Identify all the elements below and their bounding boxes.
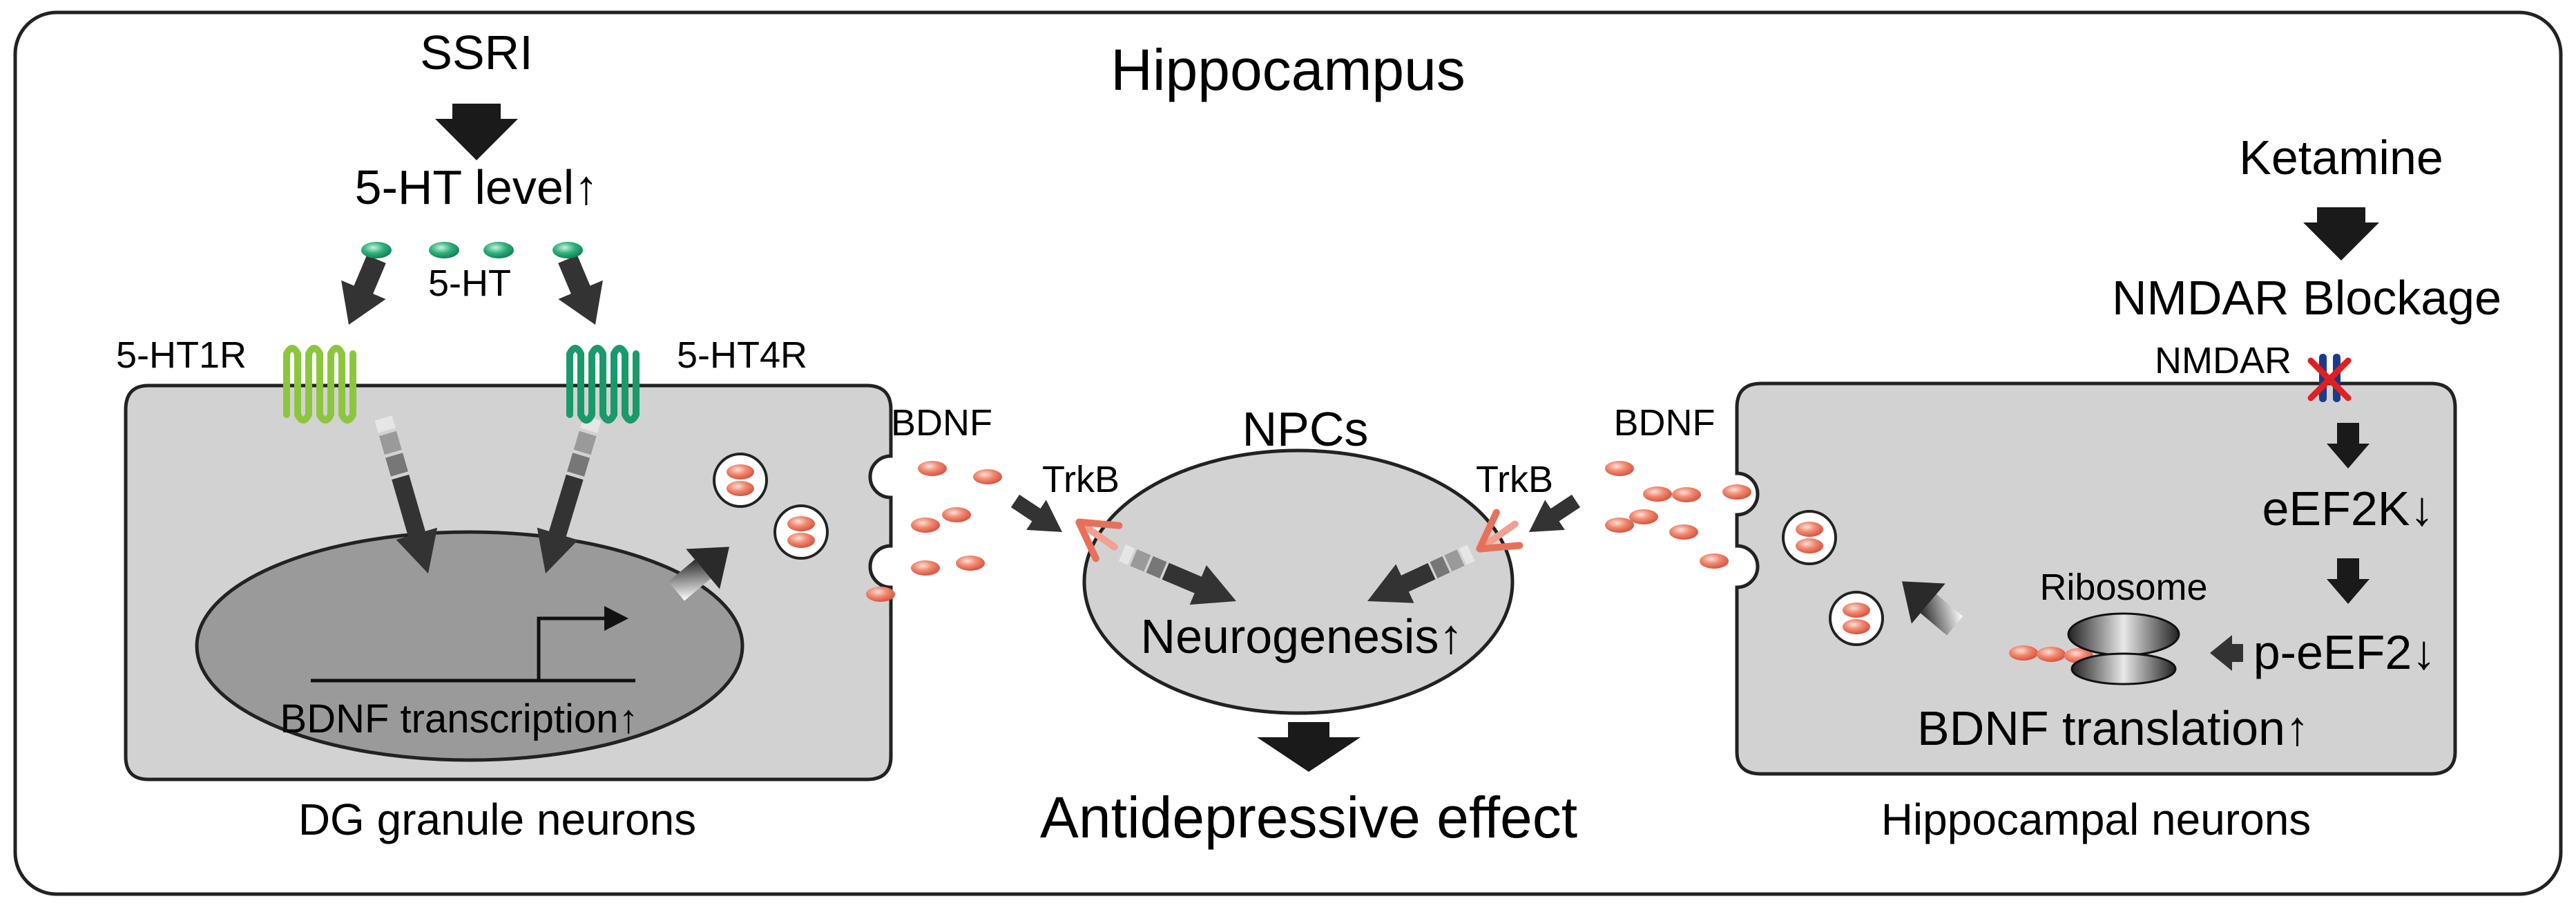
serotonin-dot-icon bbox=[552, 242, 583, 258]
trkb-signal-arrow-icon bbox=[1162, 562, 1236, 605]
bdnf-dot-icon bbox=[2009, 645, 2038, 661]
nmdar-label: NMDAR bbox=[2155, 340, 2291, 381]
gpcr-receptor-icon bbox=[283, 345, 356, 424]
ketamine-arrow-icon bbox=[2303, 207, 2379, 260]
cascade-arrow-icon bbox=[2210, 635, 2243, 671]
signal-segment bbox=[567, 453, 590, 477]
bdnf-dot-icon bbox=[1643, 486, 1672, 502]
diagram-title: Hippocampus bbox=[1111, 37, 1465, 102]
bdnf-dot-icon bbox=[866, 587, 895, 602]
bdnf-vesicle-icon bbox=[1796, 538, 1823, 553]
nucleus bbox=[195, 530, 744, 762]
ssri-label: SSRI bbox=[420, 26, 532, 79]
particle-layer bbox=[361, 242, 2093, 663]
serotonin-arrow-icon bbox=[558, 255, 603, 325]
bdnf-vesicle-icon bbox=[1843, 603, 1870, 618]
npcs-label: NPCs bbox=[1242, 402, 1369, 456]
dg-granule-neuron-cell bbox=[124, 383, 893, 781]
trkb-receptor-icon bbox=[1075, 518, 1123, 562]
hippocampal-neurons-label: Hippocampal neurons bbox=[1881, 795, 2311, 844]
output-arrow-icon bbox=[1257, 722, 1361, 772]
bdnf-vesicle-icon bbox=[1843, 619, 1870, 634]
vesicle-icon bbox=[773, 504, 829, 560]
trkb-label-left: TrkB bbox=[1042, 459, 1119, 500]
signal-segment bbox=[1430, 556, 1450, 578]
cascade-arrow-icon bbox=[2327, 423, 2370, 468]
bdnf-dot-icon bbox=[1605, 518, 1634, 533]
receptor-5ht4r-label: 5-HT4R bbox=[677, 334, 807, 376]
nmdar-icon bbox=[2307, 354, 2352, 402]
bdnf-dot-icon bbox=[1629, 509, 1658, 524]
p-eef2-label: p-eEF2↓ bbox=[2253, 625, 2436, 679]
eef2k-label: eEF2K↓ bbox=[2262, 482, 2434, 535]
signal-segment bbox=[1146, 556, 1167, 579]
trkb-receptor-icon bbox=[1476, 509, 1524, 553]
bdnf-dot-icon bbox=[956, 556, 985, 571]
bdnf-dot-icon bbox=[911, 518, 940, 533]
ribosome-label: Ribosome bbox=[2039, 567, 2207, 608]
export-arrow-icon bbox=[1902, 581, 1963, 636]
receptor-5ht1r-label: 5-HT1R bbox=[116, 334, 247, 376]
bdnf-vesicle-icon bbox=[787, 516, 815, 531]
nmdar-blockage-label: NMDAR Blockage bbox=[2112, 271, 2501, 325]
signal-segment bbox=[374, 415, 396, 433]
bdnf-vesicle-icon bbox=[1796, 522, 1823, 537]
signal-segment bbox=[573, 430, 597, 455]
gpcr-helix bbox=[566, 345, 640, 424]
trkb-signal-arrow-icon bbox=[1367, 562, 1436, 603]
serotonin-dot-icon bbox=[361, 242, 392, 258]
signal-segment bbox=[1118, 544, 1135, 565]
bdnf-label-left: BDNF bbox=[891, 402, 992, 444]
bdnf-vesicle-icon bbox=[727, 481, 754, 496]
serotonin-level-label: 5-HT level↑ bbox=[355, 160, 599, 214]
gpcr-receptor-icon bbox=[566, 345, 640, 424]
vesicle-icon bbox=[1829, 591, 1884, 646]
bdnf-dot-icon bbox=[1605, 461, 1634, 476]
bdnf-dot-icon bbox=[942, 507, 971, 522]
ssri-arrow-icon bbox=[435, 104, 518, 160]
bdnf-transcription-label: BDNF transcription↑ bbox=[280, 696, 639, 741]
bdnf-arrow-icon bbox=[1010, 494, 1062, 532]
bdnf-vesicle-icon bbox=[787, 533, 815, 548]
signal-segment bbox=[379, 430, 402, 455]
signal-segment bbox=[1444, 549, 1465, 572]
serotonin-label: 5-HT bbox=[428, 263, 511, 304]
serotonin-dot-icon bbox=[483, 242, 514, 258]
vesicle-icon bbox=[713, 453, 768, 508]
cascade-arrow-icon bbox=[2327, 558, 2370, 604]
bdnf-dot-icon bbox=[1669, 524, 1698, 540]
serotonin-arrow-icon bbox=[341, 255, 386, 325]
antidepressive-effect-label: Antidepressive effect bbox=[1040, 785, 1577, 850]
bdnf-arrow-icon bbox=[1529, 494, 1581, 532]
signal-segment bbox=[1130, 549, 1151, 572]
neurogenesis-label: Neurogenesis↑ bbox=[1141, 609, 1463, 663]
signal-segment bbox=[1459, 544, 1475, 565]
signal-arrow-icon bbox=[392, 474, 438, 574]
bdnf-dot-icon bbox=[918, 461, 947, 476]
serotonin-dot-icon bbox=[429, 242, 459, 258]
signal-segment bbox=[385, 453, 408, 477]
gpcr-helix bbox=[283, 345, 356, 424]
trkb-label-right: TrkB bbox=[1476, 459, 1553, 500]
export-arrow-icon bbox=[668, 547, 729, 601]
hippocampal-neuron-cell bbox=[1735, 381, 2457, 776]
gene-promoter-icon bbox=[311, 606, 635, 683]
bdnf-dot-icon bbox=[1700, 553, 1729, 569]
bdnf-translation-label: BDNF translation↑ bbox=[1917, 701, 2309, 755]
ketamine-label: Ketamine bbox=[2239, 131, 2443, 184]
bdnf-dot-icon bbox=[1672, 487, 1701, 502]
dg-granule-neurons-label: DG granule neurons bbox=[298, 795, 696, 844]
bdnf-dot-icon bbox=[1722, 484, 1751, 500]
bdnf-dot-icon bbox=[973, 469, 1002, 484]
bdnf-label-right: BDNF bbox=[1614, 402, 1715, 444]
bdnf-dot-icon bbox=[911, 560, 940, 576]
npc-cell bbox=[1082, 448, 1515, 715]
signal-arrow-icon bbox=[537, 474, 584, 574]
bdnf-dot-icon bbox=[2037, 647, 2066, 662]
bdnf-vesicle-icon bbox=[727, 464, 754, 480]
ribosome-icon bbox=[2067, 612, 2180, 685]
vesicle-icon bbox=[1782, 510, 1837, 565]
